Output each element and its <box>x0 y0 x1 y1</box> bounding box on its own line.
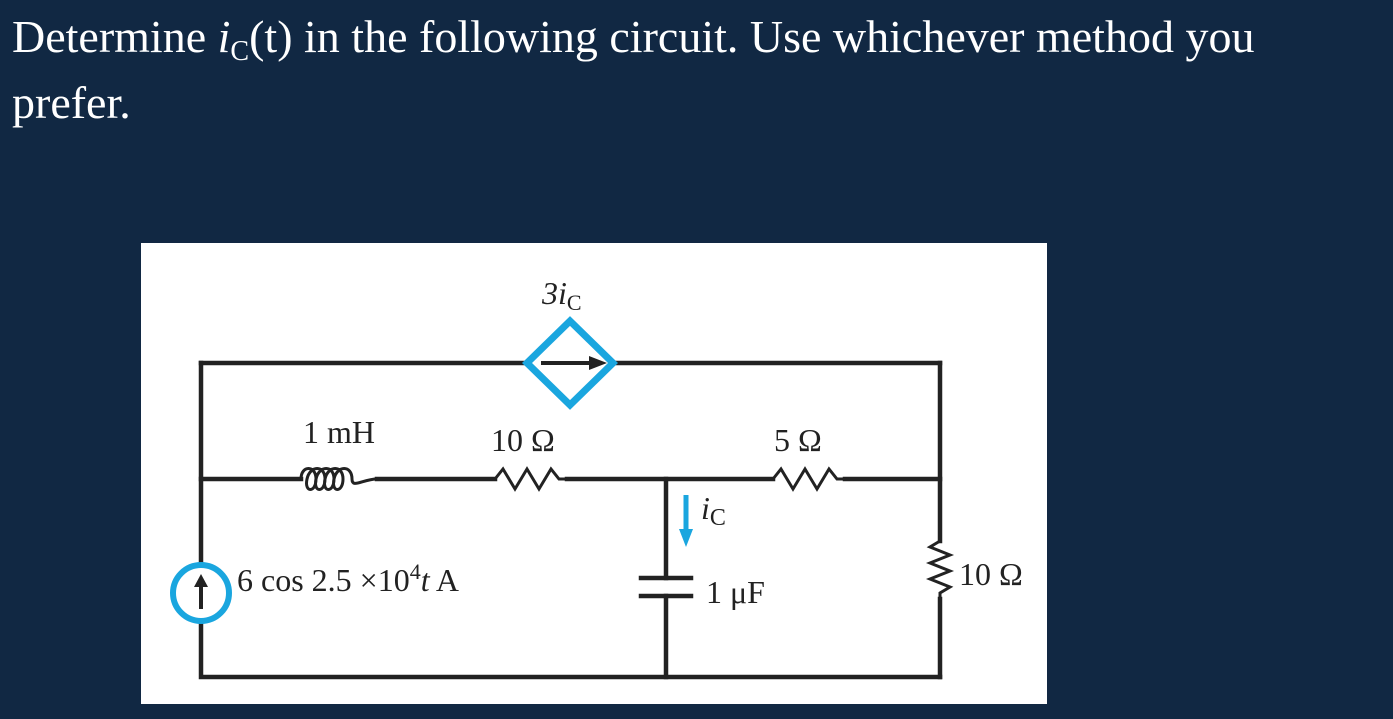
inductor-label: 1 mH <box>303 414 375 450</box>
question-text: Determine iC(t) in the following circuit… <box>12 4 1387 136</box>
question-prefix: Determine <box>12 11 218 62</box>
resistor-5-label: 5 Ω <box>774 422 822 458</box>
inductor-coil <box>299 467 378 491</box>
current-source-label: 6 cos 2.5 ×104t A <box>237 559 459 598</box>
capacitor-label: 1 μF <box>706 574 765 610</box>
current-source-arrowhead-icon <box>194 574 208 587</box>
dependent-source-arrowhead-icon <box>589 356 607 370</box>
resistor-10-label: 10 Ω <box>491 422 555 458</box>
current-variable-argument: (t) <box>249 11 293 62</box>
current-source-circle <box>170 562 232 624</box>
circuit-panel: 3iC 1 mH 10 Ω 5 Ω 10 Ω iC 1 μF 6 cos 2.5… <box>141 243 1047 704</box>
left-wire-lower <box>198 620 943 680</box>
question-line1-rest: in the following circuit. Use whichever … <box>292 11 1255 62</box>
dependent-source-label: 3iC <box>541 275 582 315</box>
ic-arrowhead-icon <box>679 529 693 547</box>
current-variable: iC <box>217 11 250 67</box>
resistor-5-ohm <box>771 466 845 492</box>
resistor-10-ohm <box>493 466 567 492</box>
resistor-right-label: 10 Ω <box>959 556 1023 592</box>
circuit-diagram: 3iC 1 mH 10 Ω 5 Ω 10 Ω iC 1 μF 6 cos 2.5… <box>170 275 1023 680</box>
question-line2: prefer. <box>12 77 131 128</box>
dependent-source-diamond <box>521 316 619 410</box>
ic-label: iC <box>701 490 726 531</box>
resistor-right-10-ohm <box>925 539 955 599</box>
